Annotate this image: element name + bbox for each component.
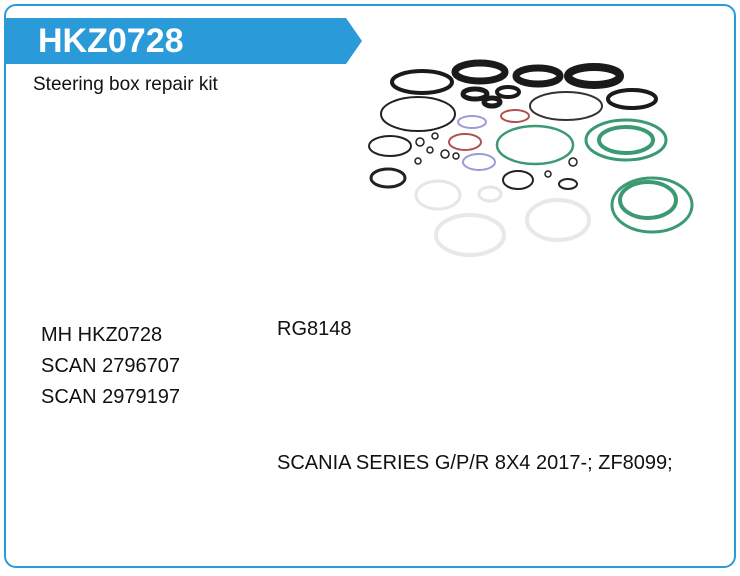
part-number-banner: HKZ0728 [6, 18, 362, 64]
cross-reference-list: MH HKZ0728 SCAN 2796707 SCAN 2979197 [41, 320, 180, 413]
part-number-title: HKZ0728 [38, 22, 184, 60]
cross-reference-item: SCAN 2796707 [41, 355, 180, 377]
cross-reference-item: MH HKZ0728 [41, 324, 163, 346]
ref-code: RG8148 [277, 318, 352, 340]
cross-reference-item: SCAN 2979197 [41, 386, 180, 408]
application-text: SCANIA SERIES G/P/R 8X4 2017-; ZF8099; [277, 452, 673, 474]
product-card [4, 4, 736, 568]
seal-kit-photo [368, 59, 694, 257]
product-description: Steering box repair kit [33, 74, 218, 95]
